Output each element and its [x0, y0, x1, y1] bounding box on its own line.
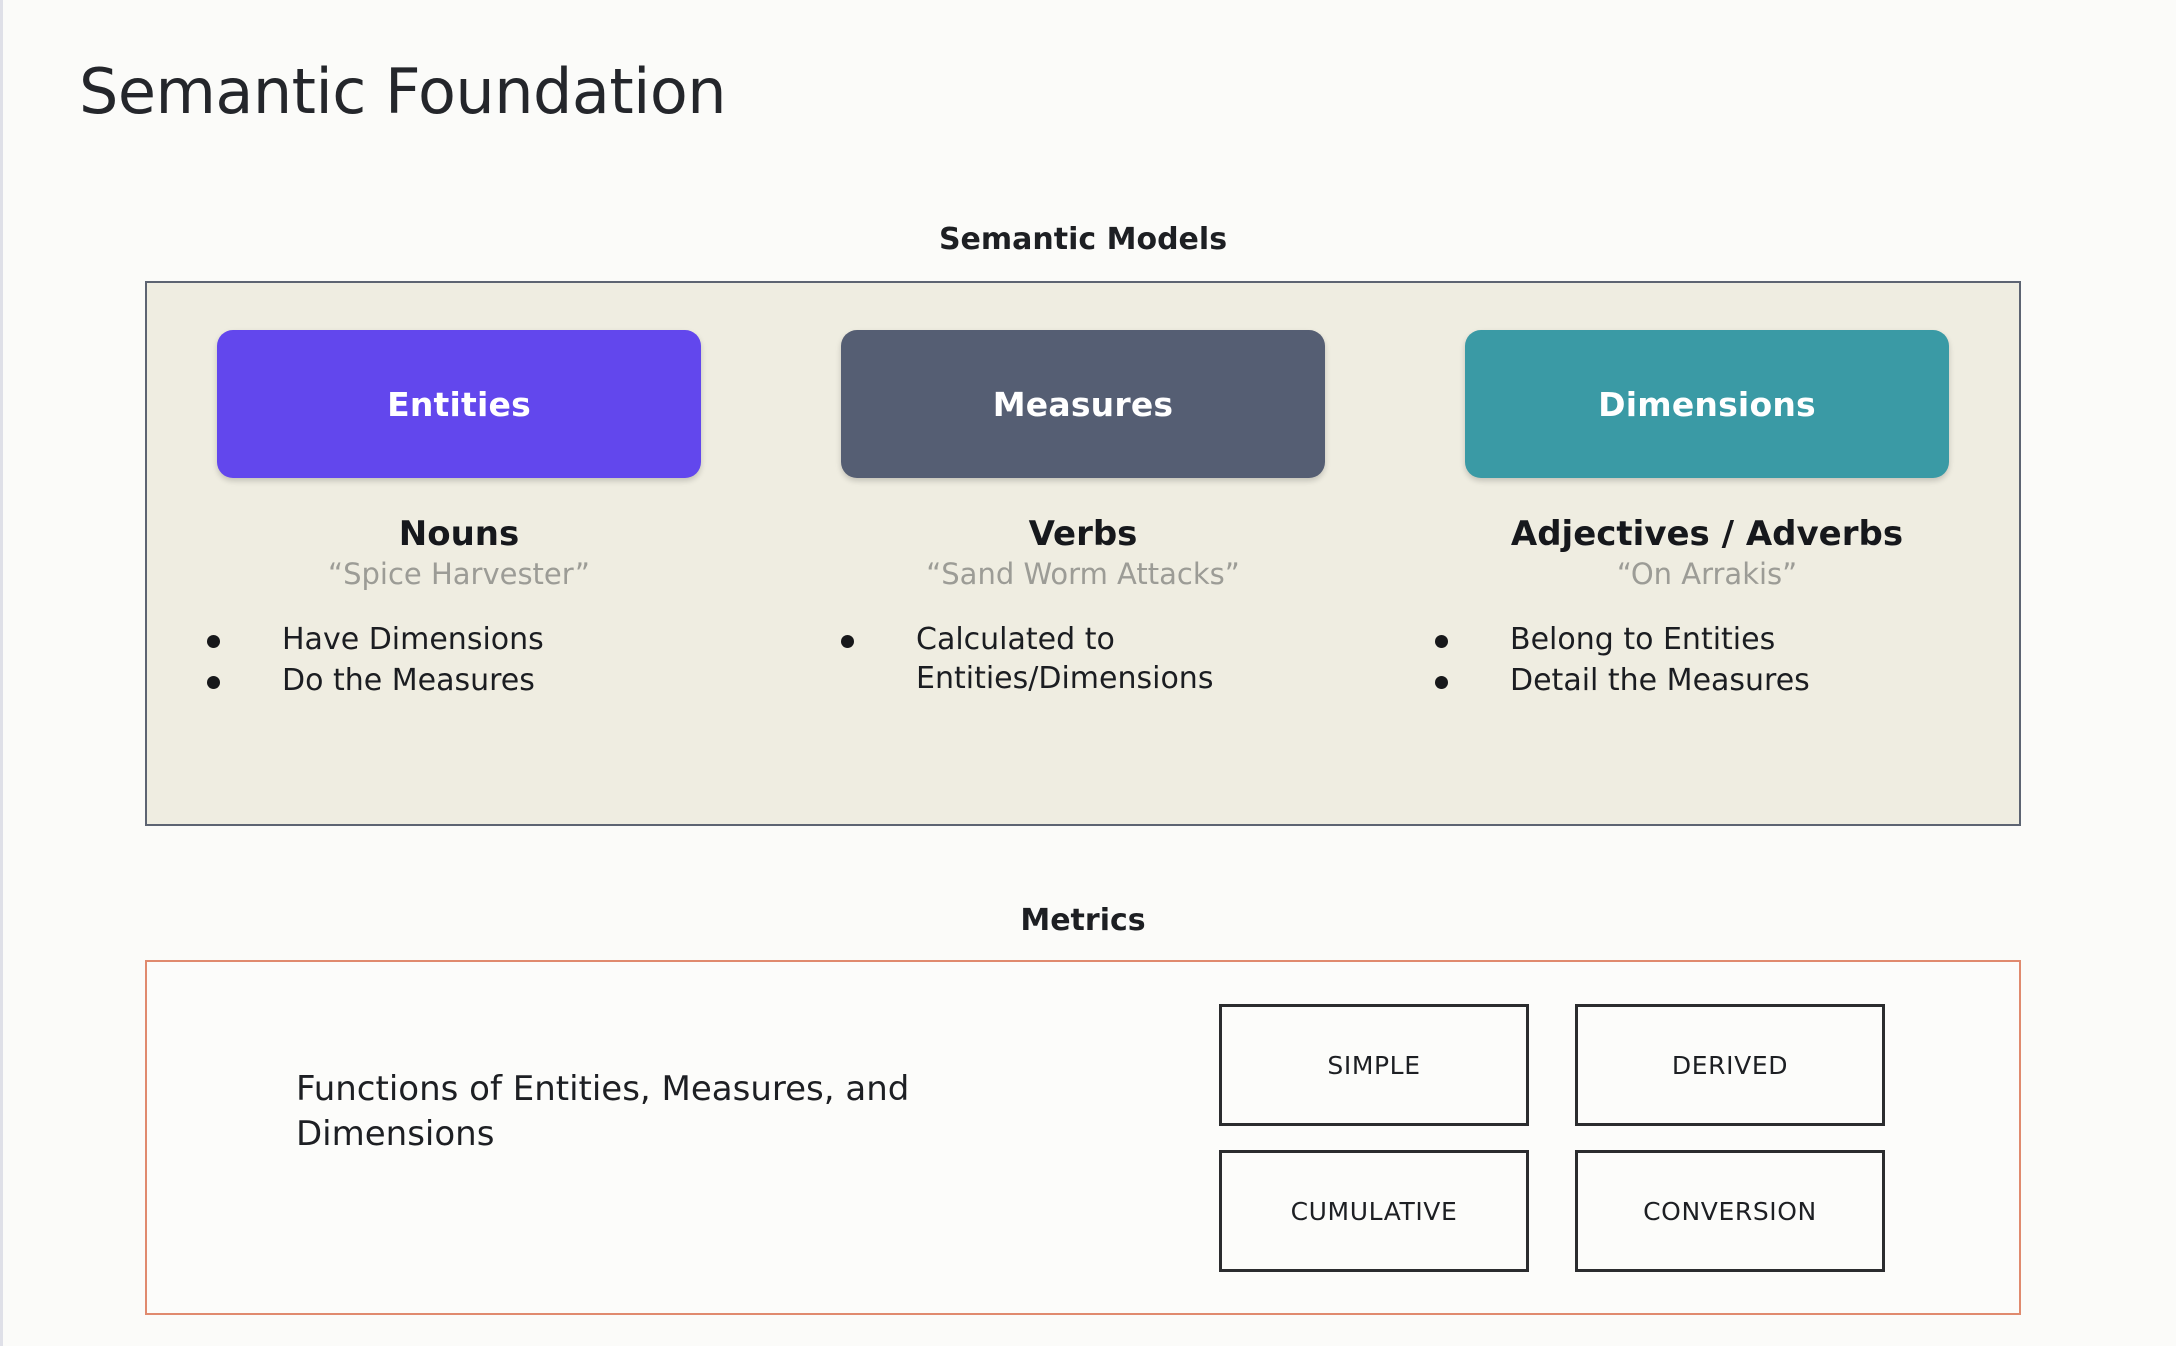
metrics-description: Functions of Entities, Measures, and Dim…	[296, 1069, 910, 1155]
entities-part-of-speech: Nouns	[398, 514, 520, 554]
measures-bullet-1: Calculated to Entities/Dimensions	[916, 621, 1214, 697]
measures-part-of-speech: Verbs	[1028, 514, 1138, 554]
bullet-dot-icon	[1435, 676, 1448, 690]
bullet-dot-icon	[1435, 634, 1448, 648]
model-column-measures: Measures Verbs “Sand Worm Attacks” Calcu…	[771, 283, 1395, 824]
dimensions-bullet-2: Detail the Measures	[1510, 663, 1810, 699]
model-column-dimensions: Dimensions Adjectives / Adverbs “On Arra…	[1395, 283, 2019, 824]
metric-type-simple[interactable]: SIMPLE	[1219, 1004, 1529, 1126]
entities-bullet-list: Have Dimensions Do the Measures	[147, 620, 771, 703]
model-column-entities: Entities Nouns “Spice Harvester” Have Di…	[147, 283, 771, 824]
dimensions-part-of-speech: Adjectives / Adverbs	[1510, 514, 1904, 554]
entities-example: “Spice Harvester”	[328, 557, 590, 592]
measures-bullet-list: Calculated to Entities/Dimensions	[771, 620, 1395, 701]
measures-example: “Sand Worm Attacks”	[926, 557, 1240, 592]
entities-pill[interactable]: Entities	[217, 330, 701, 478]
metric-type-derived[interactable]: DERIVED	[1575, 1004, 1885, 1126]
entities-bullet-1: Have Dimensions	[282, 621, 544, 657]
bullet-dot-icon	[207, 634, 220, 648]
list-item: Calculated to Entities/Dimensions	[841, 620, 1213, 699]
metric-type-conversion[interactable]: CONVERSION	[1575, 1150, 1885, 1272]
bullet-dot-icon	[841, 634, 854, 648]
metrics-heading: Metrics	[1020, 903, 1146, 938]
list-item: Detail the Measures	[1435, 661, 1810, 701]
bullet-dot-icon	[207, 676, 220, 690]
semantic-models-heading: Semantic Models	[938, 222, 1228, 257]
dimensions-bullet-list: Belong to Entities Detail the Measures	[1395, 620, 2019, 703]
entities-bullet-2: Do the Measures	[282, 663, 535, 699]
list-item: Have Dimensions	[207, 620, 544, 660]
list-item: Do the Measures	[207, 661, 535, 701]
dimensions-bullet-1: Belong to Entities	[1510, 621, 1776, 657]
metrics-panel: Functions of Entities, Measures, and Dim…	[145, 960, 2021, 1315]
semantic-models-panel: Entities Nouns “Spice Harvester” Have Di…	[145, 281, 2021, 826]
dimensions-example: “On Arrakis”	[1616, 557, 1798, 592]
list-item: Belong to Entities	[1435, 620, 1775, 660]
semantic-models-grid: Entities Nouns “Spice Harvester” Have Di…	[147, 283, 2019, 824]
measures-pill[interactable]: Measures	[841, 330, 1325, 478]
metrics-type-grid: SIMPLE DERIVED CUMULATIVE CONVERSION	[1219, 1004, 1919, 1272]
page-title: Semantic Foundation	[79, 55, 727, 128]
metric-type-cumulative[interactable]: CUMULATIVE	[1219, 1150, 1529, 1272]
dimensions-pill[interactable]: Dimensions	[1465, 330, 1949, 478]
